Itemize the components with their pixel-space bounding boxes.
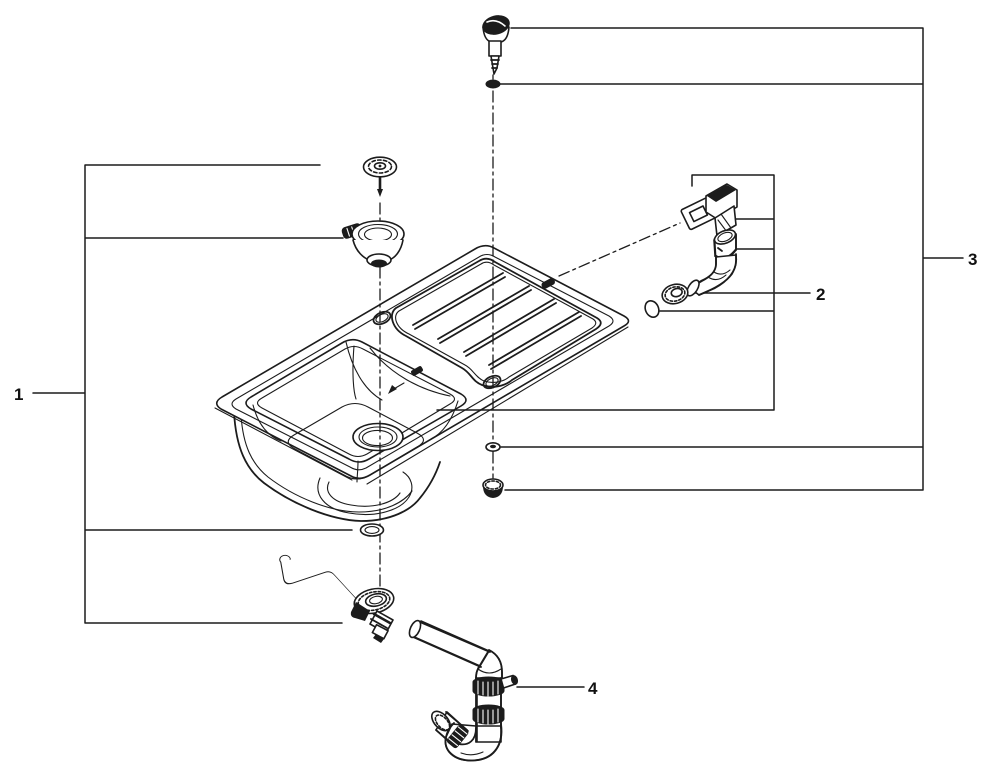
drainboard-ridges bbox=[412, 272, 582, 370]
callout-label-4: 4 bbox=[588, 679, 598, 698]
siphon-nut-upper bbox=[472, 676, 505, 697]
deck-washer bbox=[485, 441, 501, 452]
siphon-outlet bbox=[430, 710, 469, 749]
callout-2: 2 bbox=[436, 174, 825, 411]
drain-outlet-fitting bbox=[350, 587, 395, 643]
retaining-wire bbox=[279, 554, 359, 601]
sink bbox=[214, 244, 630, 522]
fixing-bolt bbox=[482, 15, 510, 75]
callout-label-1: 1 bbox=[14, 385, 23, 404]
basin-wall-lines bbox=[252, 341, 459, 483]
callout-label-3: 3 bbox=[968, 250, 977, 269]
overflow-o-ring bbox=[644, 299, 660, 319]
siphon-side-tap bbox=[500, 674, 519, 689]
axis-line-overflow bbox=[558, 222, 681, 277]
basin bbox=[245, 338, 467, 483]
strainer-plug bbox=[362, 156, 398, 197]
callout-label-2: 2 bbox=[816, 285, 825, 304]
overflow-direction-arrow bbox=[388, 382, 405, 394]
callout-3: 3 bbox=[499, 27, 977, 491]
sink-rim-thickness-edge bbox=[214, 326, 629, 485]
basin-emboss bbox=[411, 366, 423, 376]
basin-tub-exterior bbox=[233, 411, 441, 522]
siphon-trap bbox=[408, 619, 519, 762]
basin-seal-washer bbox=[359, 523, 385, 537]
basin-floor bbox=[287, 402, 425, 480]
basin-drain-hole bbox=[352, 422, 404, 452]
overflow-nut bbox=[661, 283, 689, 305]
fastening-nut bbox=[482, 478, 504, 498]
strainer-basket bbox=[341, 220, 405, 268]
callout-4: 4 bbox=[516, 679, 598, 698]
bolt-washer bbox=[485, 79, 501, 89]
overflow-cover bbox=[705, 183, 738, 237]
siphon-nut-lower bbox=[472, 704, 505, 725]
callout-1: 1 bbox=[14, 164, 353, 624]
sink-inner-rim bbox=[231, 253, 614, 471]
overflow-elbow bbox=[686, 253, 738, 297]
brand-logo bbox=[541, 278, 556, 289]
